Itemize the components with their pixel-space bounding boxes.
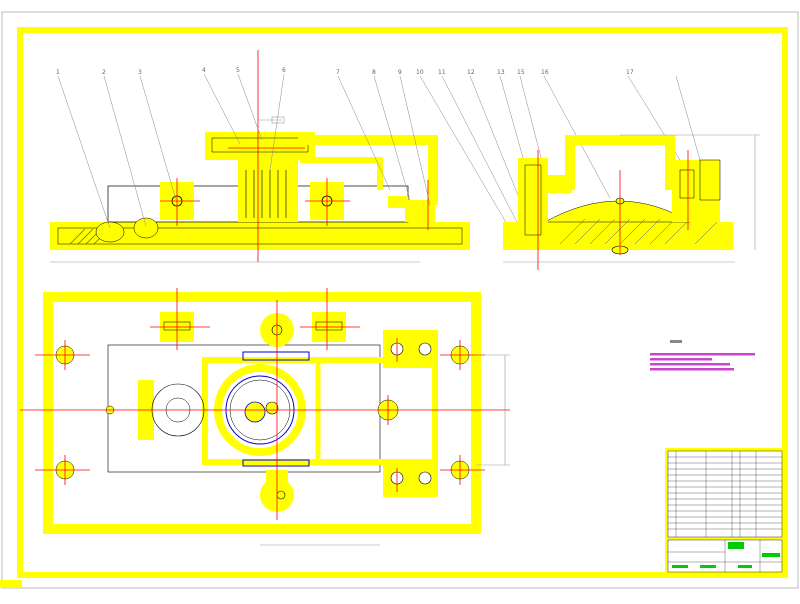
part-number-label: 16 <box>541 69 549 76</box>
note-line <box>650 353 755 356</box>
part-number-label: 7 <box>336 69 340 76</box>
notes-title-mark <box>670 340 682 343</box>
side-hatch <box>559 218 721 245</box>
part-number-label: 9 <box>398 69 402 76</box>
title-stamp <box>762 553 780 557</box>
front-view <box>50 50 470 263</box>
title-stamp <box>672 565 688 568</box>
title-stamp <box>738 565 752 568</box>
note-line <box>650 368 734 371</box>
base-holes <box>55 345 470 480</box>
part-number-label: 13 <box>497 69 505 76</box>
part-number-label: 2 <box>102 69 106 76</box>
part-number-label: 15 <box>517 69 525 76</box>
front-centerlines <box>160 50 429 262</box>
note-line <box>650 363 730 366</box>
part-number-label: 17 <box>626 69 634 76</box>
part-number-labels: 1 2 3 4 5 6 7 8 9 10 11 12 13 15 16 17 <box>56 67 634 76</box>
sheet-border <box>1 11 799 589</box>
part-number-label: 5 <box>236 67 240 74</box>
part-number-label: 3 <box>138 69 142 76</box>
title-stamp <box>700 565 716 568</box>
part-number-label: 1 <box>56 69 60 76</box>
part-number-label: 6 <box>282 67 286 74</box>
top-centerlines <box>20 288 510 520</box>
drawing-frame <box>17 27 788 578</box>
part-number-label: 4 <box>202 67 206 74</box>
top-view <box>20 288 510 546</box>
note-line <box>650 358 712 361</box>
part-number-label: 12 <box>467 69 475 76</box>
top-base-outline <box>43 292 481 534</box>
part-number-label: 8 <box>372 69 376 76</box>
side-view <box>503 134 760 270</box>
side-centerlines <box>537 150 689 270</box>
title-stamp <box>728 542 744 549</box>
technical-notes <box>650 340 755 371</box>
frame-corner-tab <box>0 580 22 588</box>
title-block <box>665 448 785 575</box>
part-number-label: 11 <box>438 69 446 76</box>
part-number-label: 10 <box>416 69 424 76</box>
parts-list-grid <box>668 451 782 537</box>
